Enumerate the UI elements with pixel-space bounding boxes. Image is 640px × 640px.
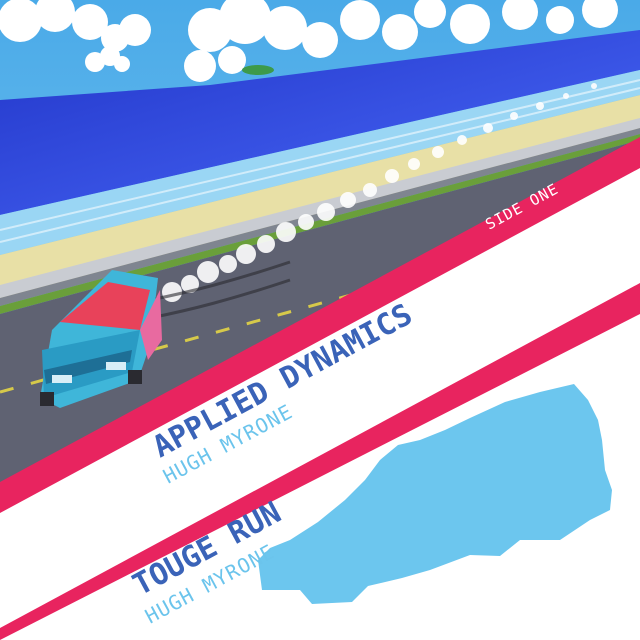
tire-marks	[149, 260, 291, 320]
cloud-icon	[0, 0, 618, 82]
side-two-stripe	[0, 283, 640, 640]
waves	[0, 79, 640, 243]
sea	[0, 30, 640, 215]
drift-smoke-icon	[162, 83, 597, 302]
grass-strip	[0, 134, 640, 314]
island	[242, 65, 274, 75]
car-icon	[40, 270, 162, 408]
car-window	[60, 282, 150, 330]
surf	[0, 70, 640, 255]
car-silhouette-icon	[258, 384, 612, 604]
side-one-stripe	[0, 137, 640, 513]
